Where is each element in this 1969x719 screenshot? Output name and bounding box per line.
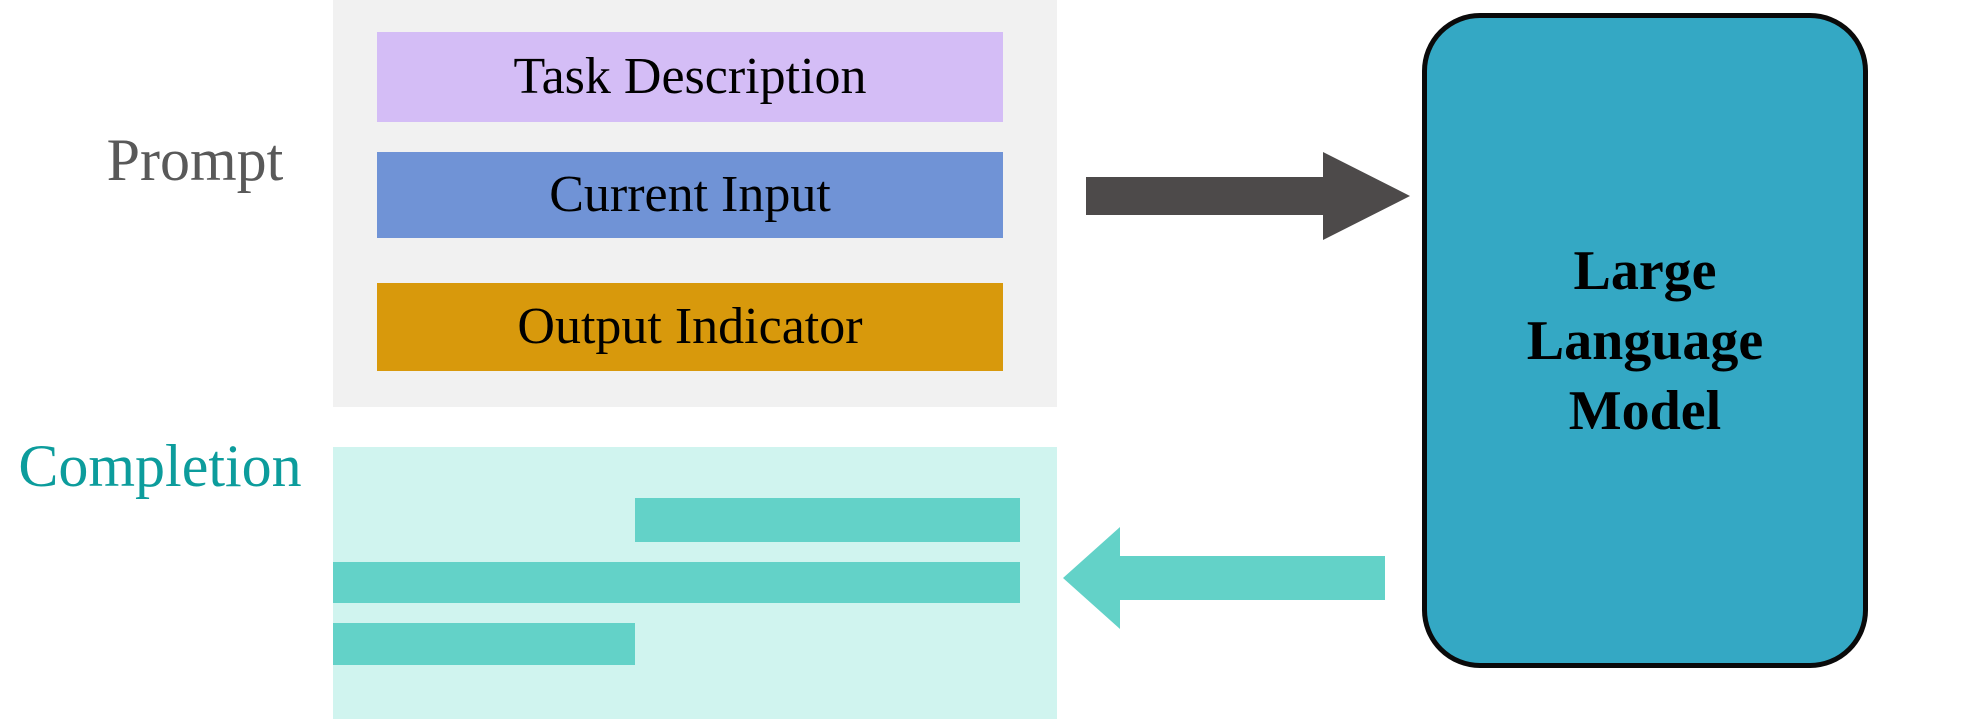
prompt-bar-task-description: Task Description [377, 32, 1003, 122]
completion-container [333, 447, 1057, 719]
prompt-bar-current-input-label: Current Input [549, 166, 831, 223]
prompt-bar-output-indicator: Output Indicator [377, 283, 1003, 371]
prompt-bar-output-indicator-label: Output Indicator [517, 298, 863, 355]
prompt-label: Prompt [106, 127, 284, 193]
llm-label-line-1: Large [1573, 239, 1717, 302]
llm-label-line-3: Model [1568, 379, 1722, 442]
completion-text-line-2 [333, 562, 1020, 603]
prompt-container: Task Description Current Input Output In… [333, 0, 1057, 407]
llm-label-line-2: Language [1526, 309, 1764, 372]
arrow-right-icon [1086, 152, 1410, 240]
prompt-bar-task-description-label: Task Description [513, 48, 867, 105]
completion-label: Completion [18, 433, 302, 499]
completion-text-line-1 [635, 498, 1020, 542]
arrow-left-icon [1063, 527, 1385, 629]
large-language-model-box: Large Language Model [1422, 13, 1868, 668]
prompt-bar-current-input: Current Input [377, 152, 1003, 238]
completion-text-line-3 [333, 623, 635, 665]
